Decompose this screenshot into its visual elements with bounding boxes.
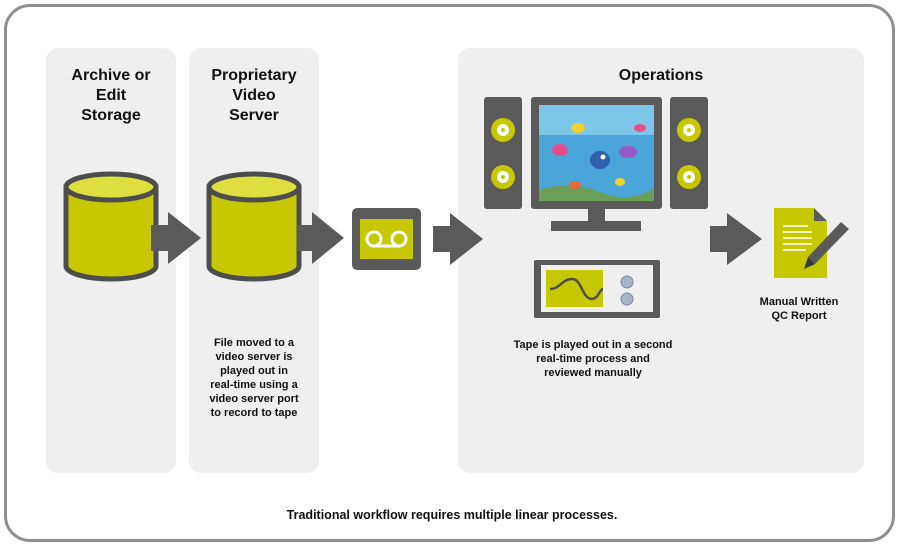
database-icon [206,171,302,282]
arrow-icon [710,213,762,265]
report-label: Manual Written QC Report [759,296,839,322]
archive-title: Archive or Edit Storage [71,67,151,124]
monitor-icon [531,97,662,231]
video-server-title: Proprietary Video Server [211,67,297,124]
document-icon [774,208,827,278]
pen-icon [804,222,849,269]
tape-icon [352,208,421,270]
footer-caption: Traditional workflow requires multiple l… [286,508,618,522]
fish-icon [552,123,646,189]
speaker-icon [484,97,522,209]
database-icon [63,171,159,282]
waveform-monitor-icon [534,260,660,318]
operations-caption: Tape is played out in a second real-time… [513,339,673,379]
arrow-icon [297,212,344,264]
video-server-caption: File moved to a video server is played o… [209,337,299,419]
operations-title: Operations [618,67,704,84]
arrow-icon [433,213,483,265]
speaker-icon [670,97,708,209]
arrow-icon [151,212,201,264]
